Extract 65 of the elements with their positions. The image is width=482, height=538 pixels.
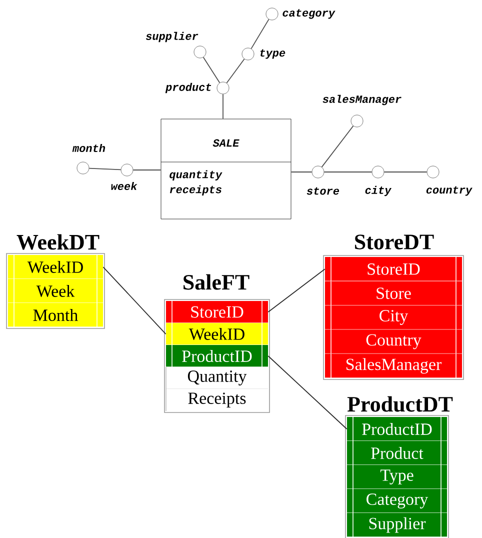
node-label: WeekID xyxy=(27,260,83,274)
table-title: ProductDT xyxy=(347,396,453,412)
node-label: Week xyxy=(36,284,75,298)
table-title: WeekDT xyxy=(16,234,100,250)
attribute-label: product xyxy=(165,82,212,94)
node-label: Product xyxy=(371,447,424,459)
connector-line xyxy=(88,168,122,170)
table-row: Supplier xyxy=(346,512,448,538)
connector-line xyxy=(250,18,270,50)
node-label: Category xyxy=(366,494,428,508)
table-row: SalesManager xyxy=(324,353,462,378)
fact-box: SALE quantity receipts xyxy=(160,118,292,220)
node-label: ProductID xyxy=(362,423,432,435)
attribute-circle xyxy=(120,164,134,176)
connector-line xyxy=(268,356,348,430)
table-row: ProductID xyxy=(346,416,448,442)
attribute-circle xyxy=(350,114,364,128)
node-label: Country xyxy=(366,334,422,350)
attribute-circle xyxy=(426,166,440,178)
attribute-label: month xyxy=(72,144,106,152)
table-row: Quantity xyxy=(166,366,268,390)
table-row: Week xyxy=(8,278,104,304)
table-row: Product xyxy=(346,440,448,466)
attribute-label: week xyxy=(111,182,138,190)
attribute-circle xyxy=(266,8,278,20)
attribute-circle xyxy=(216,82,230,94)
attribute-label: supplier xyxy=(146,32,198,42)
node-label: Month xyxy=(33,309,78,321)
attribute-circle xyxy=(194,46,206,58)
attribute-label: store xyxy=(306,187,340,195)
connector-line xyxy=(202,56,220,84)
attribute-circle xyxy=(242,48,254,60)
table-row: WeekID xyxy=(8,254,104,280)
node-label: Type xyxy=(380,470,414,484)
table-title: SaleFT xyxy=(184,274,250,290)
table-row: WeekID xyxy=(166,322,268,346)
node-label: SalesManager xyxy=(346,358,442,374)
connector-line xyxy=(268,268,326,312)
attribute-label: type xyxy=(260,49,286,59)
connector-line xyxy=(226,58,245,84)
node-label: Supplier xyxy=(369,517,426,533)
node-label: Receipts xyxy=(188,392,246,408)
attribute-label: category xyxy=(282,9,336,19)
table-row: StoreID xyxy=(324,256,462,282)
node-label: City xyxy=(380,310,408,325)
attribute-label: country xyxy=(426,186,472,196)
connector-line xyxy=(102,266,166,334)
node-label: Store xyxy=(376,288,411,300)
table-row: Receipts xyxy=(166,388,268,412)
connector-line xyxy=(222,94,224,120)
connector-line xyxy=(321,125,354,168)
table-row: Month xyxy=(8,302,104,328)
table-title: StoreDT xyxy=(355,234,434,250)
table-row: City xyxy=(324,305,462,330)
attribute-circle xyxy=(372,166,384,178)
table-row: Country xyxy=(324,329,462,354)
table-row: Category xyxy=(346,488,448,514)
table-row: StoreID xyxy=(166,300,268,324)
attribute-circle xyxy=(76,162,90,174)
table-row: Type xyxy=(346,464,448,490)
table-row: ProductID xyxy=(166,344,268,368)
attribute-label: salesManager xyxy=(322,94,402,106)
attribute-circle xyxy=(312,166,324,178)
table-row: Store xyxy=(324,280,462,306)
attribute-label: city xyxy=(365,186,392,196)
